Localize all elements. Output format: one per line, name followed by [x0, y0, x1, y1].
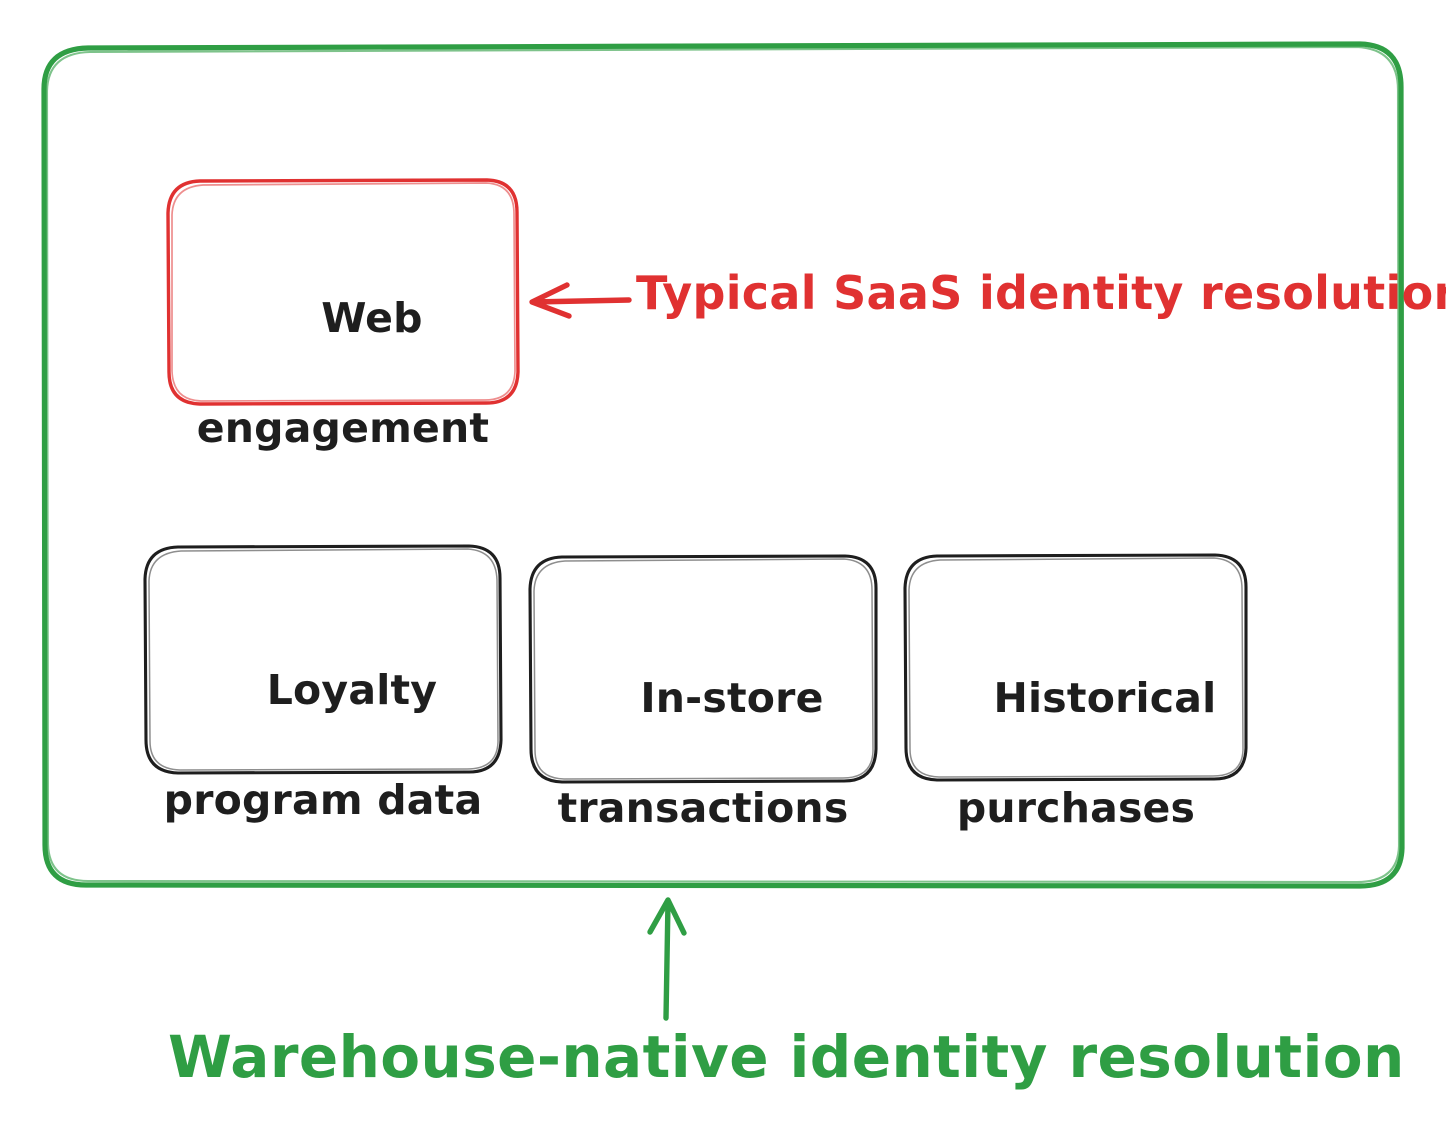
- node-in-store-transactions-outline: [528, 554, 878, 784]
- node-web-engagement-outline: [166, 178, 520, 406]
- node-historical-purchases-line2: purchases: [956, 783, 1196, 832]
- node-loyalty-program-data-label: Loyalty program data: [145, 608, 501, 938]
- arrow-left-icon: [529, 282, 632, 319]
- node-loyalty-program-data-line2: program data: [163, 775, 483, 824]
- node-web-engagement-label: Web engagement: [168, 236, 518, 566]
- node-historical-purchases-outline: [903, 553, 1248, 782]
- node-in-store-transactions-label: In-store transactions: [530, 616, 876, 946]
- annotation-typical-saas-identity-resolution: Typical SaaS identity resolution: [636, 266, 1446, 320]
- annotation-warehouse-native-identity-resolution: Warehouse-native identity resolution: [168, 1023, 1405, 1091]
- node-in-store-transactions-line2: transactions: [557, 783, 849, 832]
- node-historical-purchases-line1: Historical: [993, 673, 1217, 722]
- node-loyalty-program-data-outline: [143, 544, 503, 775]
- node-historical-purchases-label: Historical purchases: [906, 616, 1246, 946]
- node-in-store-transactions-line1: In-store: [640, 673, 824, 722]
- node-loyalty-program-data-line1: Loyalty: [266, 665, 438, 714]
- node-web-engagement-line1: Web: [321, 293, 423, 342]
- arrow-up-icon: [647, 897, 687, 1021]
- warehouse-container-outline: [41, 41, 1405, 889]
- node-web-engagement-line2: engagement: [196, 403, 490, 452]
